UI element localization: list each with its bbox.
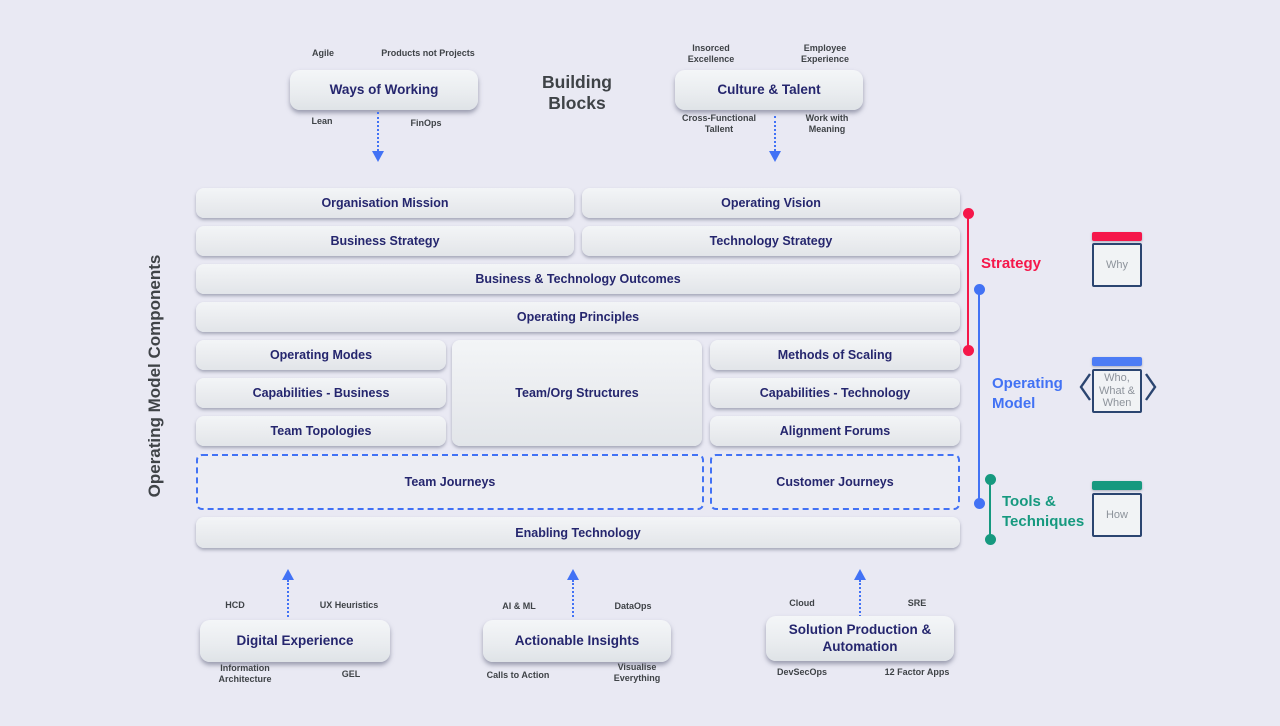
indicator-dot-bottom <box>984 534 996 545</box>
grid-box-organisation-mission: Organisation Mission <box>196 188 574 218</box>
grid-box-technology-strategy: Technology Strategy <box>582 226 960 256</box>
grid-box-team-topologies: Team Topologies <box>196 416 446 446</box>
satellite-ai-ml: AI & ML <box>502 601 536 611</box>
satellite-12-factor-apps: 12 Factor Apps <box>884 667 950 677</box>
grid-box-methods-of-scaling: Methods of Scaling <box>710 340 960 370</box>
satellite-calls-to-action: Calls to Action <box>486 670 550 680</box>
satellite-information-architecture: Information Architecture <box>218 663 272 684</box>
arrow-down-ways-of-working <box>372 112 384 162</box>
satellite-hcd: HCD <box>225 600 245 610</box>
why-box: Why <box>1092 243 1142 287</box>
why-color-bar <box>1092 232 1142 241</box>
arrow-dash <box>774 116 776 151</box>
arrow-head-icon <box>282 569 294 580</box>
strategy-indicator-line <box>962 208 974 356</box>
grid-box-operating-modes: Operating Modes <box>196 340 446 370</box>
who-what-when-color-bar <box>1092 357 1142 366</box>
arrow-up-actionable-insights <box>567 569 579 617</box>
grid-box-capabilities-business: Capabilities - Business <box>196 378 446 408</box>
arrow-dash <box>287 580 289 617</box>
indicator-line <box>966 214 970 350</box>
arrow-up-solution-production <box>854 569 866 617</box>
indicator-line <box>977 290 981 503</box>
how-color-bar <box>1092 481 1142 490</box>
grid-box-enabling-technology: Enabling Technology <box>196 517 960 548</box>
arrow-down-culture-talent <box>769 116 781 162</box>
satellite-agile: Agile <box>311 48 335 58</box>
arrow-head-icon <box>854 569 866 580</box>
tools-techniques-indicator-line <box>984 474 996 545</box>
digital-experience-box: Digital Experience <box>200 620 390 662</box>
arrow-dash <box>572 580 574 617</box>
satellite-insorced-excellence: Insorced Excellence <box>687 43 735 64</box>
satellite-dataops: DataOps <box>614 601 652 611</box>
chevron-right-icon <box>1145 373 1157 401</box>
satellite-cross-functional-tallent: Cross-Functional Tallent <box>681 113 756 134</box>
grid-box-operating-vision: Operating Vision <box>582 188 960 218</box>
side-axis-label: Operating Model Components <box>145 254 164 498</box>
strategy-label: Strategy <box>981 255 1042 272</box>
arrow-head-icon <box>372 151 384 162</box>
grid-box-customer-journeys: Customer Journeys <box>710 454 960 510</box>
satellite-sre: SRE <box>907 598 927 608</box>
arrow-dash <box>859 580 861 617</box>
grid-box-business-technology-outcomes: Business & Technology Outcomes <box>196 264 960 294</box>
indicator-dot-bottom <box>962 345 974 356</box>
satellite-lean: Lean <box>311 116 333 126</box>
grid-box-business-strategy: Business Strategy <box>196 226 574 256</box>
how-box: How <box>1092 493 1142 537</box>
arrow-dash <box>377 112 379 151</box>
operating-model-label: Operating Model <box>992 375 1063 412</box>
satellite-visualise-everything: Visualise Everything <box>613 662 661 683</box>
tools-techniques-label: Tools & Techniques <box>1002 493 1085 530</box>
grid-box-team-journeys: Team Journeys <box>196 454 704 510</box>
who-what-when-box: Who, What & When <box>1092 369 1142 413</box>
indicator-dot-top <box>973 284 985 295</box>
actionable-insights-box: Actionable Insights <box>483 620 671 662</box>
building-blocks-title: Building Blocks <box>498 72 656 115</box>
satellite-devsecops: DevSecOps <box>776 667 828 677</box>
chevron-left-icon <box>1079 373 1091 401</box>
indicator-dot-top <box>984 474 996 485</box>
grid-box-alignment-forums: Alignment Forums <box>710 416 960 446</box>
ways-of-working-box: Ways of Working <box>290 70 478 110</box>
solution-production-automation-box: Solution Production & Automation <box>766 616 954 661</box>
indicator-line <box>988 480 992 539</box>
grid-box-operating-principles: Operating Principles <box>196 302 960 332</box>
satellite-ux-heuristics: UX Heuristics <box>319 600 379 610</box>
satellite-work-with-meaning: Work with Meaning <box>805 113 849 134</box>
arrow-up-digital-experience <box>282 569 294 617</box>
satellite-finops: FinOps <box>410 118 442 128</box>
culture-talent-box: Culture & Talent <box>675 70 863 110</box>
building-blocks-title-line2: Blocks <box>548 93 606 114</box>
satellite-gel: GEL <box>341 669 361 679</box>
grid-box-team-org-structures: Team/Org Structures <box>452 340 702 446</box>
operating-model-indicator-line <box>973 284 985 509</box>
arrow-head-icon <box>769 151 781 162</box>
satellite-employee-experience: Employee Experience <box>800 43 850 64</box>
indicator-dot-top <box>962 208 974 219</box>
grid-box-capabilities-technology: Capabilities - Technology <box>710 378 960 408</box>
satellite-cloud: Cloud <box>789 598 815 608</box>
indicator-dot-bottom <box>973 498 985 509</box>
building-blocks-title-line1: Building <box>542 72 612 92</box>
satellite-products-not-projects: Products not Projects <box>381 48 475 58</box>
arrow-head-icon <box>567 569 579 580</box>
